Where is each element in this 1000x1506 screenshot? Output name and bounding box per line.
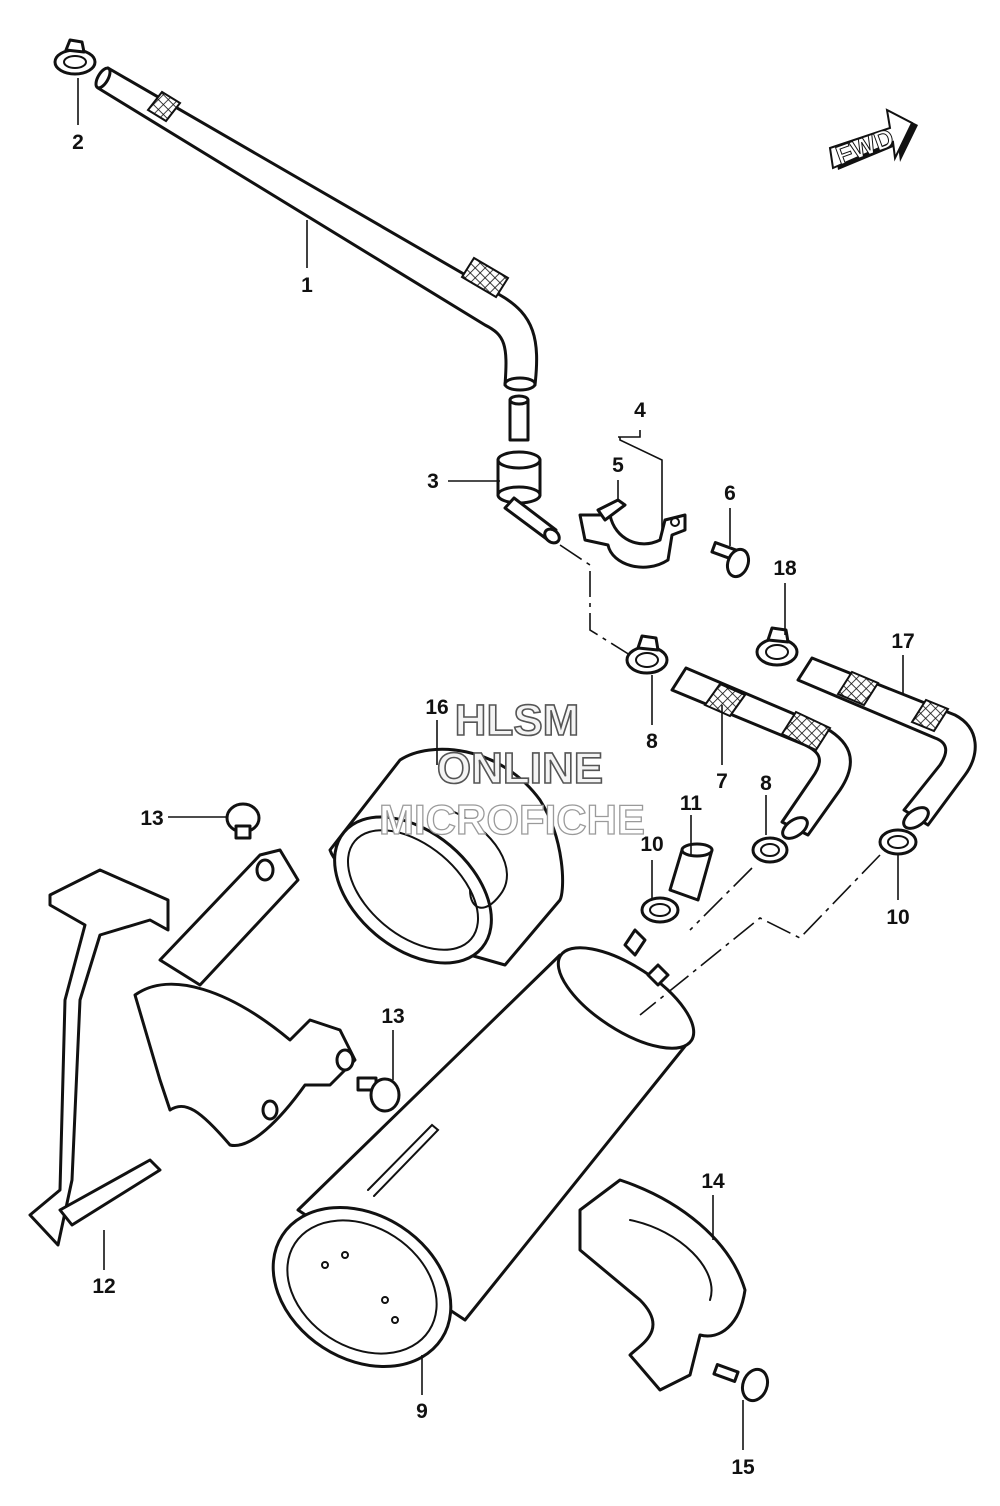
callout-18: 18 <box>773 557 797 580</box>
callout-3: 3 <box>427 470 439 493</box>
callout-1: 1 <box>301 274 313 297</box>
callouts: 1 2 3 4 5 6 7 8 8 9 10 10 11 12 13 13 14… <box>72 131 915 1479</box>
callout-9: 9 <box>416 1400 428 1423</box>
watermark-line-1: HLSM <box>455 696 580 745</box>
screw-part-6 <box>710 541 751 579</box>
band-part-16 <box>328 747 565 967</box>
callout-13b: 13 <box>381 1005 404 1028</box>
callout-12: 12 <box>92 1275 115 1298</box>
callout-5: 5 <box>612 454 624 477</box>
fitting-part-3 <box>496 394 561 545</box>
clamp-part-14 <box>578 1178 747 1392</box>
callout-10a: 10 <box>640 833 663 856</box>
callout-17: 17 <box>891 630 914 653</box>
screw-part-15 <box>712 1363 770 1403</box>
bracket-part-4 <box>578 498 687 569</box>
screw-part-13-upper <box>225 802 261 840</box>
watermark-line-2: ONLINE <box>437 744 603 793</box>
callout-8a: 8 <box>646 730 658 753</box>
fwd-label: FWD <box>832 122 898 170</box>
hose-clip-part-2 <box>53 38 97 76</box>
canister-part-9 <box>271 928 696 1369</box>
callout-6: 6 <box>724 482 736 505</box>
callout-13a: 13 <box>140 807 163 830</box>
mounting-bracket-part-12 <box>28 848 357 1247</box>
callout-14: 14 <box>701 1170 725 1193</box>
hose-clip-part-8-upper <box>625 634 669 675</box>
watermark: HLSM ONLINE MICROFICHE <box>378 695 645 843</box>
vent-hose-part-1 <box>94 66 539 392</box>
callout-15: 15 <box>731 1456 755 1479</box>
hose-part-17 <box>796 656 977 830</box>
hose-clip-part-8-lower <box>751 836 789 864</box>
callout-2: 2 <box>72 131 84 154</box>
screw-part-13-lower <box>356 1076 401 1113</box>
callout-16: 16 <box>425 696 448 719</box>
callout-10b: 10 <box>886 906 909 929</box>
hose-part-7 <box>670 666 852 840</box>
callout-8b: 8 <box>760 772 772 795</box>
hose-clip-part-10-right <box>878 828 918 856</box>
sleeve-part-11 <box>668 842 714 902</box>
watermark-line-3: MICROFICHE <box>379 796 645 843</box>
callout-4: 4 <box>634 399 646 422</box>
hose-clip-part-10-left <box>640 896 680 924</box>
routing-lines <box>559 544 881 1016</box>
fwd-arrow-icon: FWD <box>828 108 918 171</box>
callout-11: 11 <box>680 792 703 815</box>
callout-7: 7 <box>716 770 728 793</box>
leader-lines <box>77 78 904 1450</box>
hose-clip-part-18 <box>755 626 799 667</box>
